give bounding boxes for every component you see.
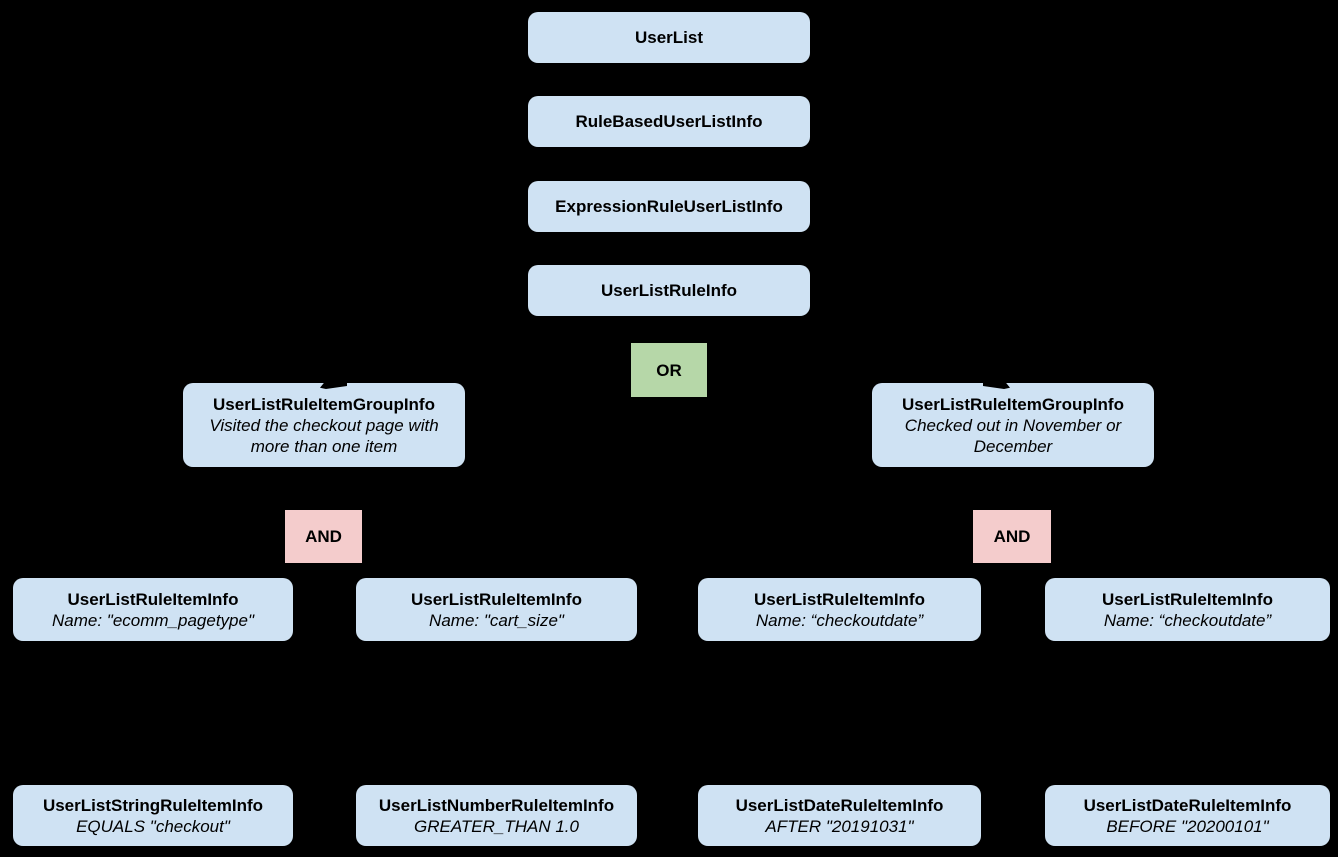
node-note: Checked out in November or December [904,415,1122,456]
node-title: UserListRuleItemGroupInfo [213,394,435,414]
node-title: UserListStringRuleItemInfo [42,795,264,815]
node-userlist: UserList [528,12,810,63]
node-title: RuleBasedUserListInfo [575,112,763,131]
node-condition: EQUALS "checkout" [76,816,230,836]
node-title: UserListRuleItemInfo [754,589,925,609]
node-name-value: Name: “checkoutdate” [755,610,924,630]
node-rule-item-cart-size: UserListRuleItemInfo Name: "cart_size" [356,578,637,641]
node-name-value: Name: "ecomm_pagetype" [52,610,254,630]
node-condition: AFTER "20191031" [765,816,914,836]
node-date-rule-item-after: UserListDateRuleItemInfo AFTER "20191031… [698,785,981,846]
node-title: UserListRuleItemInfo [1102,589,1273,609]
node-title: UserList [634,28,704,47]
node-condition: GREATER_THAN 1.0 [413,816,579,836]
operator-label: AND [305,527,342,546]
operator-and-left: AND [285,510,362,563]
node-rule-item-checkoutdate-2: UserListRuleItemInfo Name: “checkoutdate… [1045,578,1330,641]
node-user-list-rule-info: UserListRuleInfo [528,265,810,316]
node-rule-item-checkoutdate-1: UserListRuleItemInfo Name: “checkoutdate… [698,578,981,641]
operator-and-right: AND [973,510,1051,563]
node-name-value: Name: “checkoutdate” [1103,610,1272,630]
node-rule-item-group-right: UserListRuleItemGroupInfo Checked out in… [872,383,1154,467]
operator-label: OR [656,360,682,380]
node-title: UserListRuleItemGroupInfo [902,394,1124,414]
node-expression-rule-user-list-info: ExpressionRuleUserListInfo [528,181,810,232]
node-title: UserListDateRuleItemInfo [735,795,944,815]
node-condition: BEFORE "20200101" [1106,816,1269,836]
node-date-rule-item-before: UserListDateRuleItemInfo BEFORE "2020010… [1045,785,1330,846]
operator-or: OR [631,343,707,397]
node-title: UserListDateRuleItemInfo [1083,795,1292,815]
node-rule-item-ecomm-pagetype: UserListRuleItemInfo Name: "ecomm_pagety… [13,578,293,641]
node-rule-item-group-left: UserListRuleItemGroupInfo Visited the ch… [183,383,465,467]
node-title: UserListRuleItemInfo [411,589,582,609]
node-name-value: Name: "cart_size" [429,610,564,630]
node-title: UserListRuleItemInfo [67,589,239,609]
node-note: Visited the checkout page with more than… [209,415,439,456]
node-string-rule-item: UserListStringRuleItemInfo EQUALS "check… [13,785,293,846]
operator-label: AND [993,527,1031,546]
node-title: UserListRuleInfo [600,281,738,300]
node-title: ExpressionRuleUserListInfo [555,197,783,216]
node-rule-based-user-list-info: RuleBasedUserListInfo [528,96,810,147]
node-number-rule-item: UserListNumberRuleItemInfo GREATER_THAN … [356,785,637,846]
node-title: UserListNumberRuleItemInfo [378,795,615,815]
